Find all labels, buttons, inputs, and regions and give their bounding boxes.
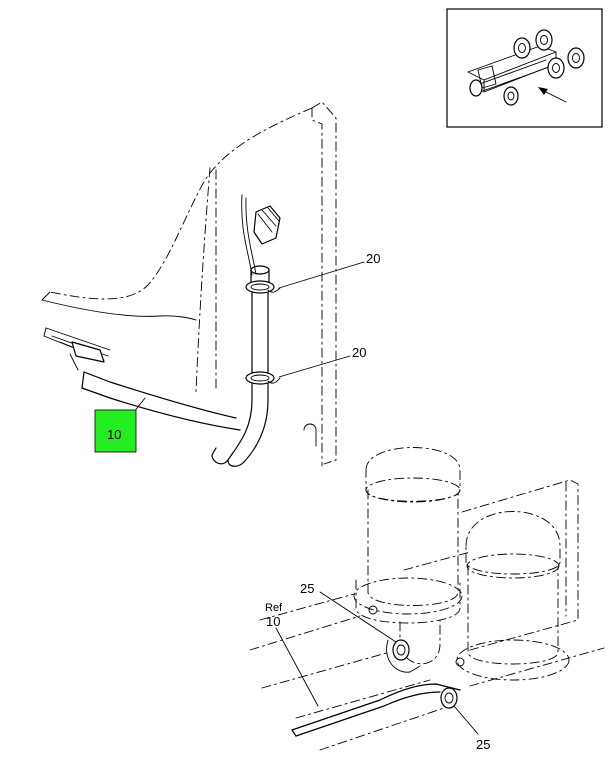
- air-tank-rear: [353, 447, 463, 665]
- vehicle-chassis-icon: [467, 29, 585, 106]
- callout-clip-25-rear[interactable]: 25: [476, 737, 490, 752]
- frame-rails: [249, 479, 605, 751]
- clip-20-lower: [245, 371, 281, 385]
- air-tank-front: [455, 511, 570, 681]
- body-panel: [41, 101, 337, 467]
- callout-ref-prefix: Ref: [265, 602, 283, 614]
- clip-20-upper: [245, 280, 281, 294]
- lower-wire-harness: [291, 639, 461, 737]
- part-10-highlight[interactable]: [94, 409, 137, 453]
- wire-harness: [43, 194, 281, 467]
- callout-clip-20-upper[interactable]: 20: [366, 251, 380, 266]
- callout-clip-20-lower[interactable]: 20: [352, 345, 366, 360]
- connector-icon: [253, 205, 281, 245]
- location-arrow-icon: [538, 87, 567, 103]
- callout-ref-number[interactable]: 10: [266, 614, 280, 629]
- callout-part-10[interactable]: 10: [107, 427, 121, 442]
- clip-25-rear: [440, 687, 458, 709]
- callout-clip-25-front[interactable]: 25: [300, 581, 314, 596]
- clip-25-front: [392, 639, 410, 661]
- locator-inset: [446, 8, 603, 128]
